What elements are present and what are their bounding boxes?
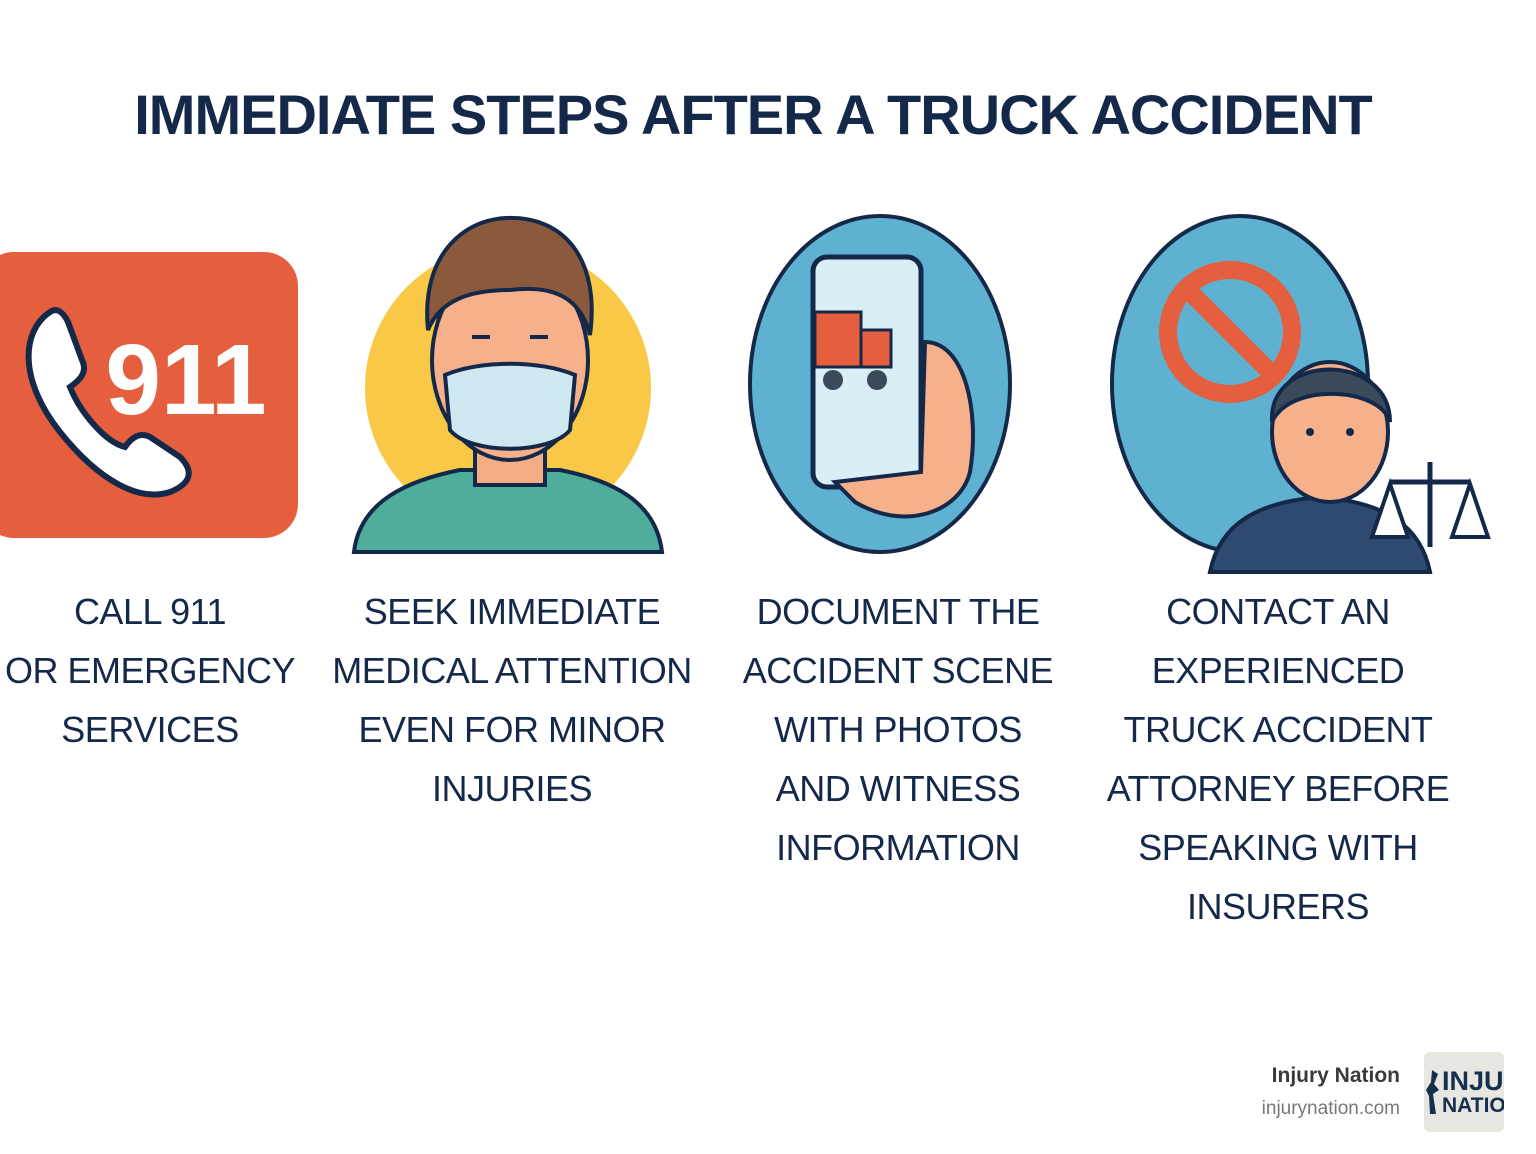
step-3-caption: DOCUMENT THE ACCIDENT SCENE WITH PHOTOS … xyxy=(708,582,1088,877)
phone-camera-truck-icon xyxy=(748,214,1012,554)
brand-name: Injury Nation xyxy=(1271,1064,1400,1087)
caption-line: CONTACT AN xyxy=(1166,591,1390,632)
logo-text-2: NATIO xyxy=(1442,1094,1504,1117)
logo-text-1: INJU xyxy=(1442,1066,1504,1096)
911-badge: 911 xyxy=(105,324,266,436)
caption-line: INSURERS xyxy=(1186,886,1370,927)
caption-line: SEEK IMMEDIATE xyxy=(363,591,661,632)
step-1-caption: CALL 911 OR EMERGENCY SERVICES xyxy=(0,582,340,759)
brand-url[interactable]: injurynation.com xyxy=(1261,1098,1400,1119)
caption-line: SERVICES xyxy=(61,709,239,750)
caption-line: SPEAKING WITH xyxy=(1138,827,1418,868)
caption-line: OR EMERGENCY xyxy=(4,650,296,691)
caption-line: TRUCK ACCIDENT xyxy=(1123,709,1433,750)
caption-line: EXPERIENCED xyxy=(1151,650,1405,691)
phone-911-icon: 911 xyxy=(0,252,298,538)
caption-line: ATTORNEY BEFORE xyxy=(1106,768,1450,809)
runner-icon xyxy=(1426,1070,1439,1114)
step-2-caption: SEEK IMMEDIATE MEDICAL ATTENTION EVEN FO… xyxy=(322,582,702,818)
caption-line: WITH PHOTOS xyxy=(774,709,1022,750)
caption-line: CALL 911 xyxy=(73,591,227,632)
attorney-scales-icon xyxy=(1110,214,1491,574)
masked-person-icon xyxy=(351,215,665,554)
caption-line: INFORMATION xyxy=(776,827,1020,868)
caption-line: AND WITNESS xyxy=(775,768,1021,809)
caption-line: MEDICAL ATTENTION xyxy=(332,650,692,691)
caption-line: DOCUMENT THE xyxy=(756,591,1040,632)
caption-line: INJURIES xyxy=(431,768,593,809)
step-4-caption: CONTACT AN EXPERIENCED TRUCK ACCIDENT AT… xyxy=(1088,582,1468,936)
caption-line: ACCIDENT SCENE xyxy=(742,650,1054,691)
brand-logo: INJU NATIO xyxy=(1424,1052,1504,1132)
caption-line: EVEN FOR MINOR xyxy=(358,709,666,750)
page-title: IMMEDIATE STEPS AFTER A TRUCK ACCIDENT xyxy=(134,83,1373,146)
